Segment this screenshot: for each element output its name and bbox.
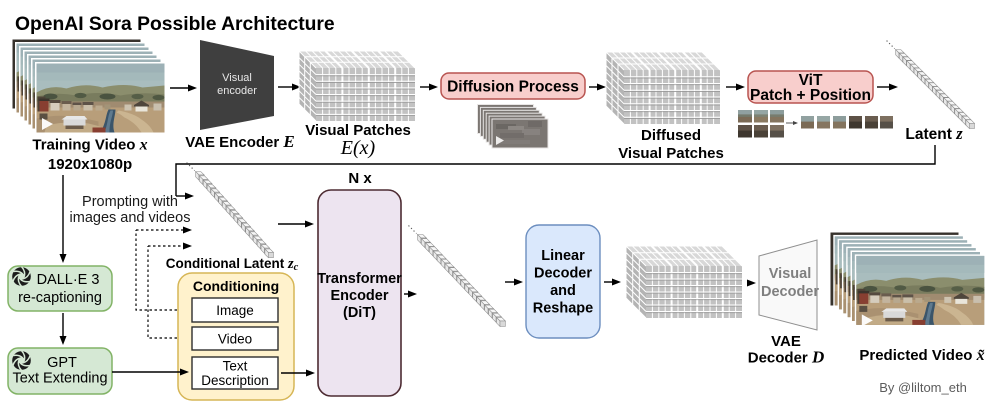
- svg-text:Text: Text: [223, 359, 248, 374]
- svg-text:Visual: Visual: [222, 72, 252, 84]
- svg-text:Text Extending: Text Extending: [12, 371, 107, 387]
- svg-text:OpenAI Sora Possible Architect: OpenAI Sora Possible Architecture: [15, 14, 335, 35]
- svg-text:Visual: Visual: [769, 266, 811, 282]
- svg-text:Visual Patches: Visual Patches: [618, 145, 724, 162]
- svg-text:Encoder: Encoder: [330, 288, 388, 304]
- svg-text:1920x1080p: 1920x1080p: [48, 156, 132, 173]
- svg-text:Transformer: Transformer: [317, 271, 402, 287]
- svg-text:Conditioning: Conditioning: [193, 278, 279, 294]
- svg-text:VAE Encoder E: VAE Encoder E: [185, 132, 294, 151]
- svg-text:ViT: ViT: [799, 72, 823, 89]
- svg-text:Prompting with: Prompting with: [82, 194, 178, 210]
- svg-text:GPT: GPT: [47, 355, 77, 371]
- svg-text:Linear: Linear: [541, 248, 585, 264]
- svg-text:(DiT): (DiT): [343, 305, 376, 321]
- svg-text:Video: Video: [218, 332, 252, 347]
- svg-text:Diffusion Process: Diffusion Process: [447, 79, 579, 96]
- svg-text:VAE: VAE: [771, 333, 801, 350]
- svg-text:Training Video x: Training Video x: [32, 137, 147, 154]
- svg-text:Patch + Position: Patch + Position: [750, 87, 871, 104]
- svg-text:Latent z: Latent z: [905, 124, 963, 143]
- svg-text:Visual Patches: Visual Patches: [305, 122, 411, 139]
- svg-text:Reshape: Reshape: [533, 301, 593, 317]
- svg-text:re-captioning: re-captioning: [18, 290, 102, 306]
- svg-text:Predicted Video x̃: Predicted Video x̃: [859, 347, 984, 364]
- svg-text:E(x): E(x): [340, 137, 376, 159]
- svg-text:images and videos: images and videos: [70, 210, 191, 226]
- svg-text:By @liltom_eth: By @liltom_eth: [879, 380, 967, 395]
- svg-text:N x: N x: [348, 170, 372, 187]
- svg-text:Image: Image: [216, 303, 254, 318]
- svg-text:Diffused: Diffused: [641, 127, 701, 144]
- svg-text:encoder: encoder: [217, 85, 257, 97]
- svg-text:Decoder: Decoder: [534, 266, 592, 282]
- svg-text:and: and: [550, 283, 576, 299]
- svg-text:DALL·E 3: DALL·E 3: [37, 272, 100, 288]
- svg-text:Decoder: Decoder: [761, 284, 819, 300]
- svg-text:Conditional Latent zc: Conditional Latent zc: [166, 256, 299, 273]
- svg-text:Description: Description: [201, 373, 269, 388]
- svg-text:Decoder D: Decoder D: [748, 348, 824, 367]
